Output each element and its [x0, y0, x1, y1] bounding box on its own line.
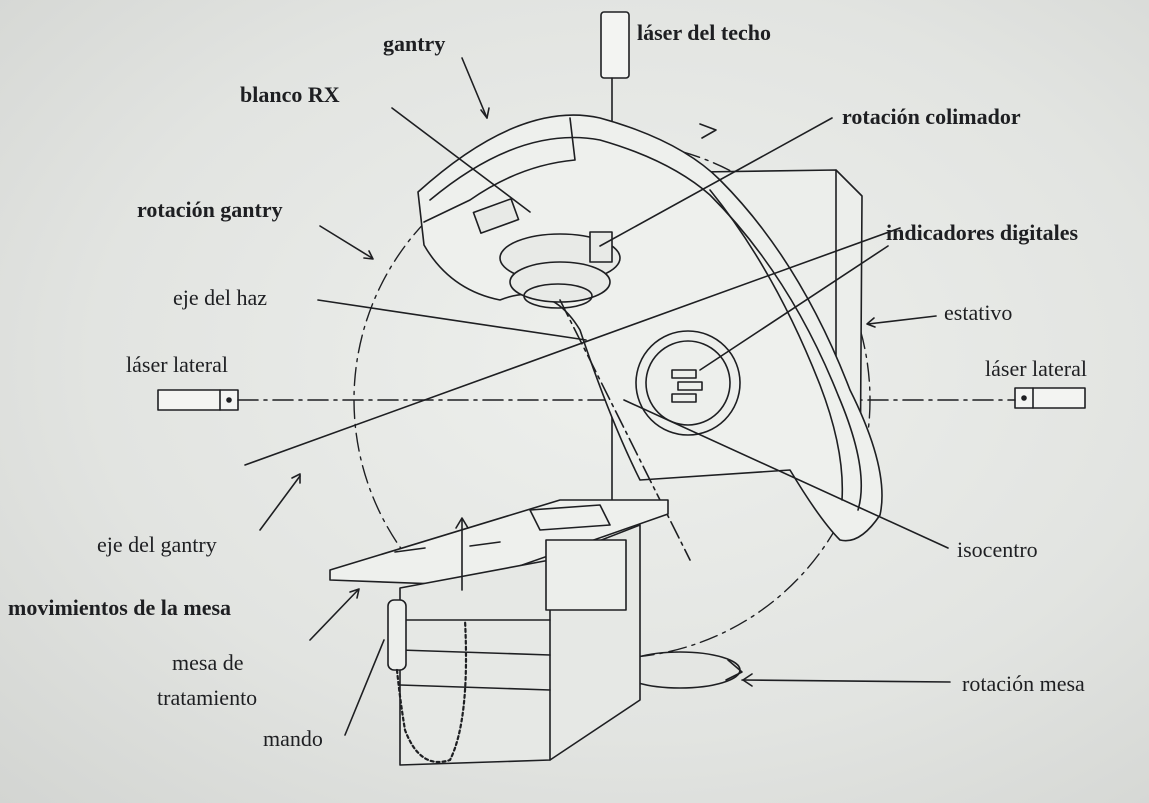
- label-mesa-tratamiento-2: tratamiento: [157, 685, 258, 710]
- target-window: [472, 198, 520, 234]
- leader-movimientos-mesa: [309, 589, 359, 641]
- label-laser-techo: láser del techo: [637, 20, 772, 45]
- pendant-cable: [395, 618, 468, 764]
- leader-estativo: [867, 315, 937, 325]
- label-estativo: estativo: [944, 300, 1013, 325]
- couch-rotation-arrow-icon: [725, 659, 743, 681]
- label-mando: mando: [263, 726, 323, 751]
- label-eje-gantry: eje del gantry: [97, 532, 217, 557]
- gantry-rotation-arrow-icon: [699, 123, 717, 139]
- gantry-axis-line: [244, 227, 901, 466]
- leader-rotacion-colimador: [599, 117, 833, 247]
- label-isocentro: isocentro: [957, 537, 1038, 562]
- label-rotacion-colimador: rotación colimador: [842, 104, 1021, 129]
- digital-indicators-dial: [635, 330, 741, 436]
- leader-gantry: [461, 57, 488, 119]
- label-gantry: gantry: [383, 31, 446, 56]
- gantry-arm: [417, 114, 883, 542]
- label-indicadores-digitales: indicadores digitales: [886, 220, 1079, 245]
- pendant-control: [387, 599, 407, 671]
- leader-eje-haz: [317, 299, 587, 341]
- leader-rotacion-gantry: [319, 225, 373, 259]
- leader-blanco-rx: [391, 107, 531, 213]
- leader-mando: [344, 639, 385, 736]
- label-laser-lateral-right: láser lateral: [985, 356, 1087, 381]
- label-blanco-rx: blanco RX: [240, 82, 340, 107]
- label-eje-haz: eje del haz: [173, 285, 268, 310]
- leader-eje-gantry: [259, 475, 301, 531]
- leader-isocentro: [623, 399, 949, 549]
- label-mesa-tratamiento-1: mesa de: [172, 650, 244, 675]
- ceiling-laser-device: [600, 11, 630, 79]
- leader-rotacion-mesa: [741, 679, 951, 683]
- label-rotacion-gantry: rotación gantry: [137, 197, 283, 222]
- leader-indicadores: [699, 245, 889, 371]
- label-rotacion-mesa: rotación mesa: [962, 671, 1085, 696]
- label-laser-lateral-left: láser lateral: [126, 352, 228, 377]
- left-lateral-laser-device: [157, 389, 239, 411]
- label-movimientos-mesa: movimientos de la mesa: [8, 595, 232, 620]
